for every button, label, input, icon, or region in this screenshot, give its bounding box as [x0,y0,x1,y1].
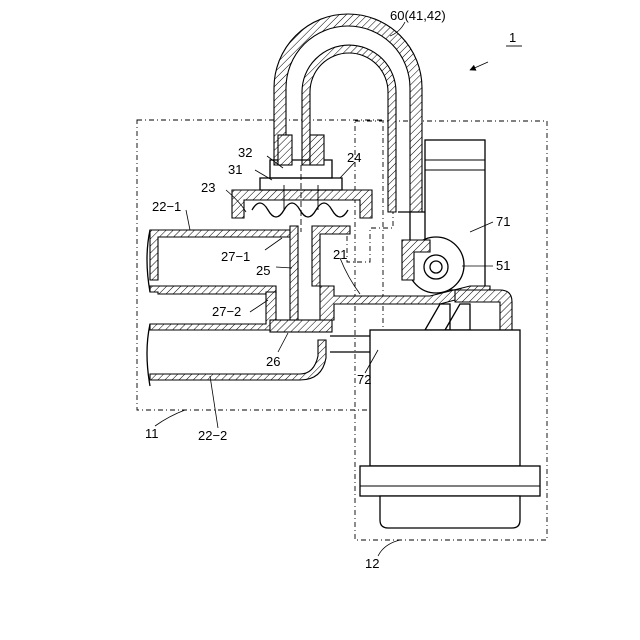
label-72: 72 [357,372,371,387]
label-27-1: 27−1 [221,249,250,264]
label-21: 21 [333,247,347,262]
u-tube-60 [274,14,422,212]
label-12: 12 [365,556,379,571]
label-22-2: 22−2 [198,428,227,443]
label-51: 51 [496,258,510,273]
label-32: 32 [238,145,252,160]
pulley-51 [402,237,464,293]
label-25: 25 [256,263,270,278]
label-27-2: 27−2 [212,304,241,319]
label-26: 26 [266,354,280,369]
label-22-1: 22−1 [152,199,181,214]
pump-12 [360,290,540,528]
label-31: 31 [228,162,242,177]
label-24: 24 [347,150,361,165]
label-1: 1 [509,30,516,45]
label-23: 23 [201,180,215,195]
label-71: 71 [496,214,510,229]
label-60: 60(41,42) [390,8,446,23]
label-11: 11 [145,426,159,441]
